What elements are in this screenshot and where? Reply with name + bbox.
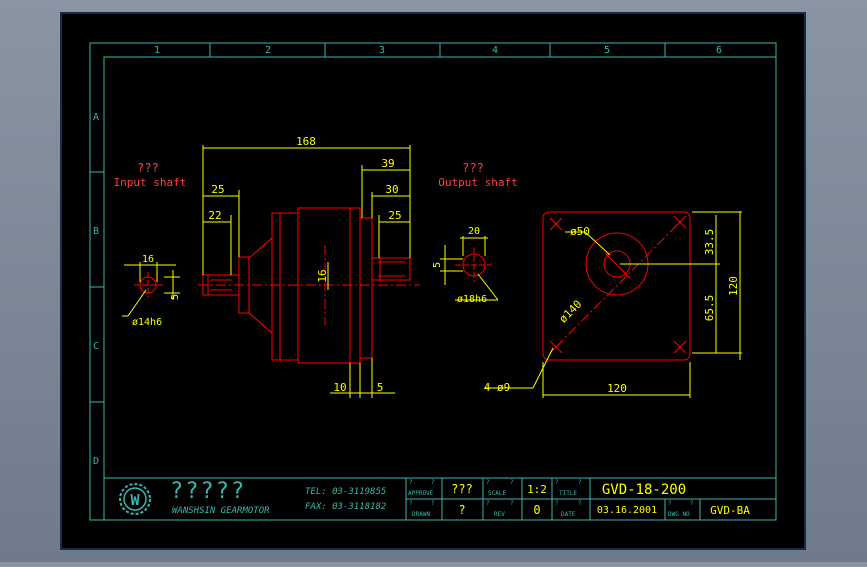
output-qmarks: ??? [462, 161, 484, 175]
drawn-value: ? [458, 503, 465, 517]
flange-pilot-diameter: ø50 [570, 225, 590, 238]
border-column-labels: 1 2 3 4 5 6 [154, 45, 722, 56]
drawing-frame [89, 42, 777, 521]
qmark: ? [486, 479, 490, 486]
dim-22: 22 [208, 209, 221, 222]
title-label: TITLE [559, 490, 577, 497]
dim-10: 10 [333, 381, 346, 394]
flange-height-dim: 120 [727, 276, 740, 296]
drawn-label: DRAWN [412, 511, 430, 518]
flange-view [542, 211, 691, 361]
dim-39: 39 [381, 157, 394, 170]
dwg-no-label: DWG NO [668, 511, 690, 518]
output-width-dim: 20 [468, 226, 480, 237]
company-name-qmarks: ????? [170, 479, 246, 504]
dim-16-body: 16 [316, 269, 329, 282]
date-label: DATE [561, 511, 576, 518]
qmark: ? [510, 500, 514, 507]
company-logo: W [119, 483, 151, 515]
flange-dim-33-5: 33.5 [703, 229, 716, 256]
qmark: ? [510, 479, 514, 486]
column-label: 5 [604, 45, 610, 56]
column-label: 2 [265, 45, 271, 56]
company-name-en: WANSHSIN GEARMOTOR [172, 506, 270, 516]
flange-dim-65-5: 65.5 [703, 295, 716, 322]
qmark: ? [486, 500, 490, 507]
dim-5-bottom: 5 [377, 381, 384, 394]
input-shaft-view: ??? Input shaft 16 5 ø14h6 [114, 161, 187, 328]
dim-25-input: 25 [211, 183, 224, 196]
qmark: ? [555, 500, 559, 507]
approve-label: APPROVE [408, 490, 434, 497]
qmark: ? [431, 500, 435, 507]
qmark: ? [409, 500, 413, 507]
rev-label: REV [494, 511, 505, 518]
rev-value: 0 [533, 503, 540, 517]
flange-dimensions [485, 211, 742, 398]
drawing-background [60, 12, 806, 550]
output-diameter: ø18h6 [457, 294, 487, 305]
qmark: ? [431, 479, 435, 486]
column-label: 4 [492, 45, 498, 56]
row-label: B [93, 226, 99, 237]
flange-width-dim: 120 [607, 382, 627, 395]
qmark: ? [555, 479, 559, 486]
company-fax: FAX: 03-3118182 [305, 502, 386, 512]
approve-value: ??? [451, 482, 473, 496]
row-label: C [93, 341, 99, 352]
scale-value: 1:2 [527, 483, 547, 496]
overall-length-dim: 168 [296, 135, 316, 148]
company-tel: TEL: 03-3119855 [305, 487, 386, 497]
drawing-number: GVD-BA [710, 504, 750, 517]
qmark: ? [409, 479, 413, 486]
dim-25-output: 25 [388, 209, 401, 222]
title-value: GVD-18-200 [602, 482, 686, 498]
logo-letter: W [130, 491, 140, 509]
scale-label: SCALE [488, 490, 506, 497]
input-shaft-label: Input shaft [114, 176, 187, 189]
output-shaft-view: ??? Output shaft 20 5 ø18h6 [432, 161, 518, 305]
column-label: 1 [154, 45, 160, 56]
qmark: ? [578, 500, 582, 507]
date-value: 03.16.2001 [597, 505, 657, 516]
input-key-dim: 5 [170, 294, 181, 300]
input-qmarks: ??? [137, 161, 159, 175]
column-label: 6 [716, 45, 722, 56]
side-view-dimensions [202, 145, 411, 398]
output-shaft-label: Output shaft [438, 176, 517, 189]
row-label: D [93, 456, 99, 467]
qmark: ? [578, 479, 582, 486]
input-diameter: ø14h6 [132, 317, 162, 328]
row-label: A [93, 112, 99, 123]
title-block: W ????? WANSHSIN GEARMOTOR TEL: 03-31198… [104, 477, 776, 520]
mounting-holes-dim: 4-ø9 [484, 381, 511, 394]
qmark: ? [668, 500, 672, 507]
dim-30: 30 [385, 183, 398, 196]
column-label: 3 [379, 45, 385, 56]
qmark: ? [690, 500, 694, 507]
output-key-dim: 5 [432, 262, 443, 268]
input-width-dim: 16 [142, 254, 154, 265]
side-view-dim-text: 168 39 30 25 25 22 16 10 5 [208, 135, 401, 394]
border-row-labels: A B C D [93, 112, 99, 467]
